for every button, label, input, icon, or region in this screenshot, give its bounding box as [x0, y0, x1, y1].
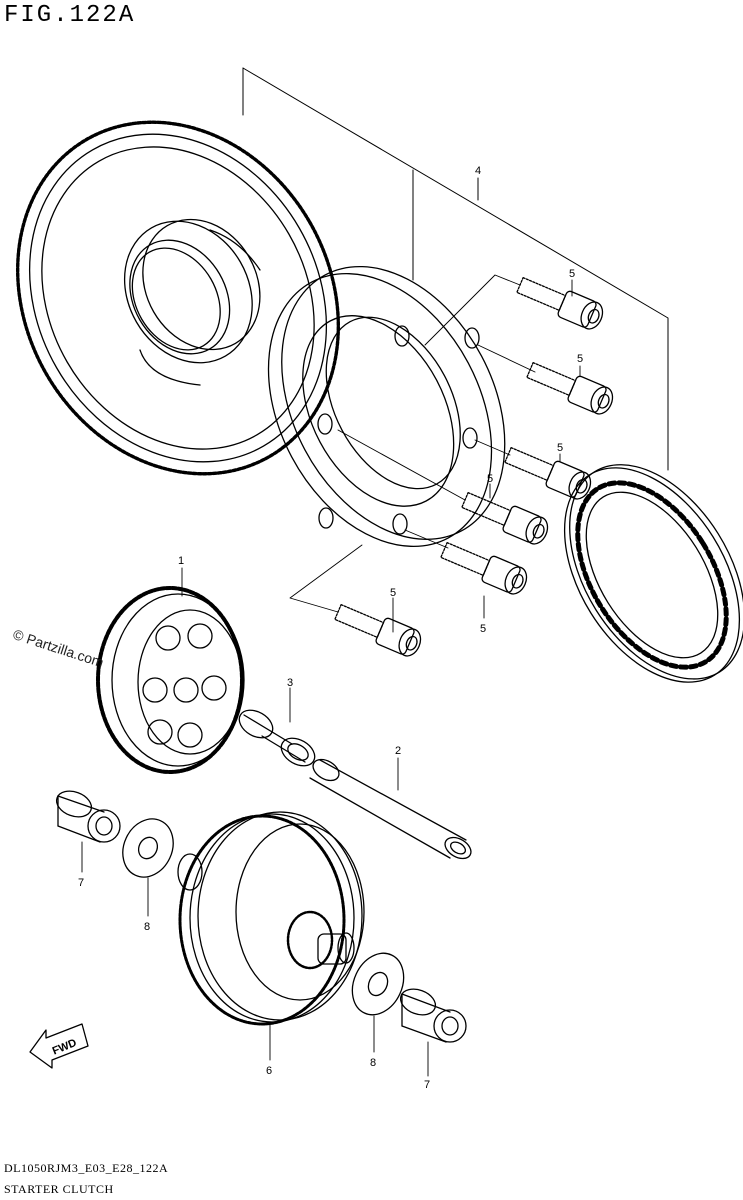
- callout-2: 2: [395, 745, 401, 757]
- leader-lines: [81, 279, 581, 1077]
- one-way-clutch[interactable]: [528, 434, 743, 714]
- starter-clutch-gear-assembly[interactable]: [177, 811, 365, 1026]
- callout-7: 7: [78, 877, 84, 889]
- starter-driven-gear[interactable]: [0, 64, 401, 533]
- callout-5: 5: [390, 587, 396, 599]
- callout-7: 7: [424, 1079, 430, 1091]
- bolt[interactable]: [460, 487, 552, 547]
- callout-5: 5: [487, 473, 493, 485]
- callout-1: 1: [178, 555, 184, 567]
- callout-5: 5: [480, 623, 486, 635]
- bolt[interactable]: [515, 272, 607, 332]
- assembly-bracket-4: [242, 67, 669, 471]
- bushing[interactable]: [234, 705, 319, 772]
- washer[interactable]: [343, 945, 414, 1023]
- bolt[interactable]: [333, 599, 425, 659]
- spacer[interactable]: [397, 985, 467, 1043]
- figure-title: FIG.122A: [4, 2, 136, 29]
- callout-5: 5: [557, 442, 563, 454]
- callout-8: 8: [370, 1057, 376, 1069]
- bolt[interactable]: [503, 442, 595, 502]
- callout-5: 5: [577, 353, 583, 365]
- callout-6: 6: [266, 1065, 272, 1077]
- washer[interactable]: [114, 811, 183, 886]
- spacer[interactable]: [53, 787, 121, 843]
- callout-8: 8: [144, 921, 150, 933]
- bolt[interactable]: [525, 357, 617, 417]
- callout-4: 4: [475, 165, 481, 177]
- figure-code: DL1050RJM3_E03_E28_122A: [4, 1161, 169, 1175]
- starter-clutch-housing[interactable]: [224, 228, 550, 585]
- starter-idle-gear[interactable]: [96, 586, 245, 774]
- callout-3: 3: [287, 677, 293, 689]
- idle-gear-shaft[interactable]: [309, 755, 474, 863]
- callout-5: 5: [569, 268, 575, 280]
- bolt-guide-lines: [289, 274, 536, 613]
- figure-name: STARTER CLUTCH: [4, 1182, 114, 1196]
- bolt[interactable]: [439, 537, 531, 597]
- fwd-arrow-icon: FWD: [29, 1023, 89, 1069]
